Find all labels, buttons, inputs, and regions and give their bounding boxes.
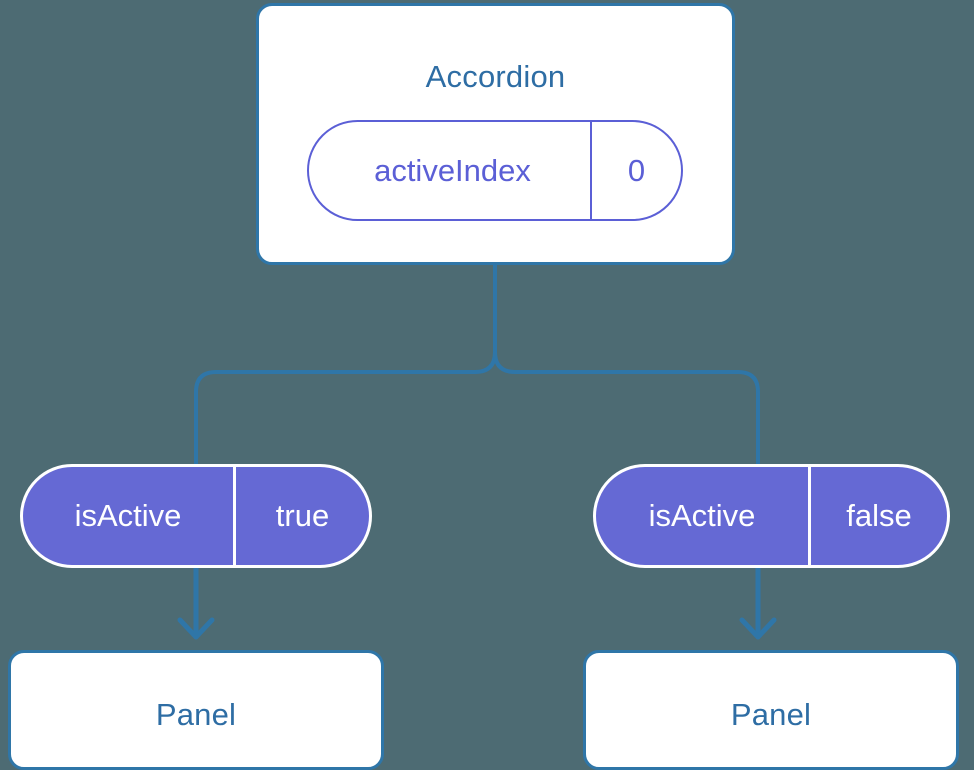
arrow-left-prop-to-panel	[177, 565, 215, 640]
node-panel-left-label: Panel	[155, 697, 237, 732]
prop-pill-value: true	[233, 467, 369, 565]
state-pill-active-index[interactable]: activeIndex 0	[307, 120, 683, 221]
prop-pill-is-active-false[interactable]: isActive false	[593, 464, 950, 568]
prop-pill-is-active-true[interactable]: isActive true	[20, 464, 372, 568]
arrow-right-prop-to-panel	[739, 565, 777, 640]
edge-root-to-children-right	[493, 350, 760, 466]
edge-root-to-children	[194, 263, 497, 466]
node-accordion-label: Accordion	[425, 59, 566, 94]
prop-pill-key: isActive	[74, 498, 182, 533]
prop-pill-key: isActive	[648, 498, 756, 533]
prop-pill-value: false	[808, 467, 947, 565]
node-panel-right[interactable]: Panel	[583, 650, 959, 770]
node-panel-left[interactable]: Panel	[8, 650, 384, 770]
state-pill-key: activeIndex	[374, 152, 531, 188]
node-panel-right-label: Panel	[730, 697, 812, 732]
state-pill-value: 0	[590, 122, 681, 219]
